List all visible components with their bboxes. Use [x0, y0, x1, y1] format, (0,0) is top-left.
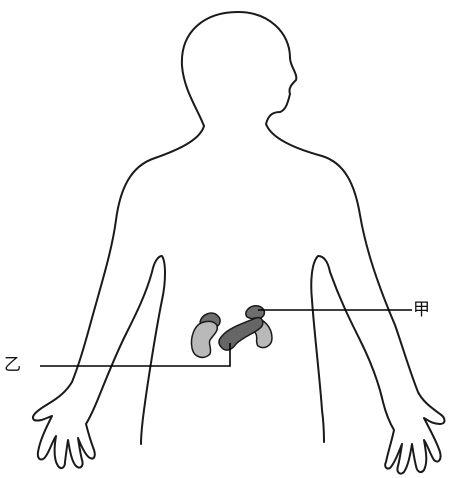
label-yi: 乙 — [4, 357, 21, 374]
right-adrenal-gland — [246, 306, 265, 319]
left-kidney — [192, 321, 218, 357]
body-outline — [182, 12, 445, 474]
body-outline-left — [33, 126, 204, 468]
label-jia: 甲 — [413, 302, 430, 319]
